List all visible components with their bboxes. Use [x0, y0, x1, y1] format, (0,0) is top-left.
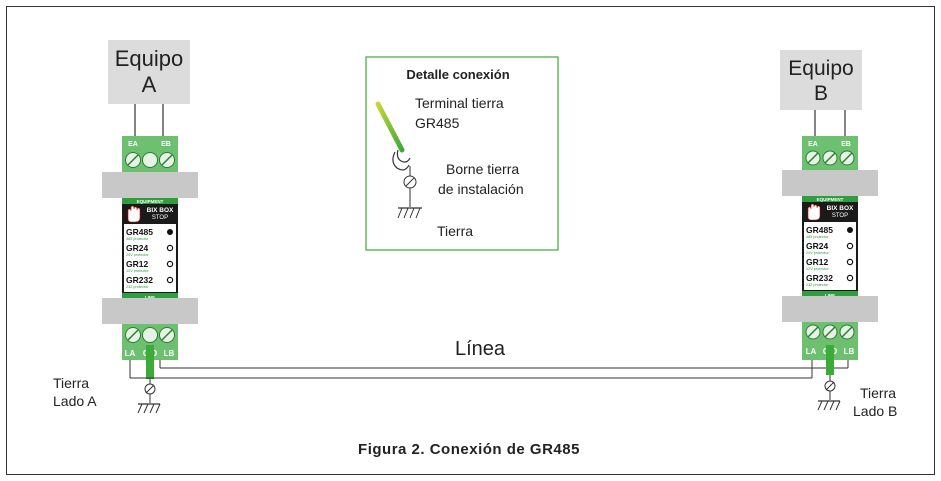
- ground-a-line2: Lado A: [53, 393, 97, 409]
- din-band-bottom: [102, 298, 198, 324]
- selector-dot: [166, 260, 174, 268]
- ground-b-line1: Tierra: [860, 385, 896, 401]
- module-footer: LINE: [825, 293, 835, 298]
- equipment-a-line2: A: [142, 72, 157, 97]
- row-sub: 24V protector: [126, 253, 150, 257]
- earth-icon: [397, 207, 422, 219]
- detail-borne-line1: Borne tierra: [446, 161, 519, 177]
- line-label: Línea: [455, 338, 506, 360]
- ground-b-line2: Lado B: [853, 403, 897, 419]
- row-sub: 24V protector: [806, 251, 830, 255]
- row-sub: 232 protector: [806, 283, 829, 287]
- label-ea: EA: [128, 141, 138, 148]
- unit-b: Equipo B EA EB EQUIPMENT BIX BOX STOP GR…: [780, 50, 897, 419]
- equipment-b-line1: Equipo: [788, 57, 853, 80]
- logo-line2: STOP: [152, 215, 168, 221]
- line-cable: Línea: [129, 338, 849, 379]
- selector-dot: [166, 276, 174, 284]
- selector-dot: [846, 258, 854, 266]
- label-la: LA: [125, 349, 136, 358]
- ground-wire-a: [146, 345, 154, 379]
- label-eb: EB: [161, 141, 171, 148]
- equipment-b-line2: B: [814, 82, 828, 105]
- selector-dot: [846, 274, 854, 282]
- module-header: EQUIPMENT: [137, 199, 164, 204]
- module-footer: LINE: [145, 295, 155, 300]
- earth-icon: [817, 400, 841, 411]
- selector-dot: [847, 227, 853, 233]
- din-band-top: [782, 170, 878, 196]
- lug-icon: [392, 151, 410, 171]
- row-sub: 12V protector: [126, 269, 150, 273]
- detail-borne-line2: de instalación: [438, 181, 524, 197]
- logo-line2: STOP: [832, 213, 848, 219]
- ground-a-line1: Tierra: [53, 375, 89, 391]
- row-sub: 485 protector: [806, 235, 829, 239]
- row-name: GR24: [806, 241, 828, 251]
- row-name: GR232: [126, 275, 153, 285]
- logo-line1: BIX BOX: [827, 205, 854, 212]
- din-band-bottom: [782, 296, 878, 322]
- label-eb: EB: [841, 141, 851, 148]
- detail-terminal-line1: Terminal tierra: [415, 95, 504, 111]
- equipment-a-box: [108, 40, 190, 104]
- screw-terminal: [142, 152, 158, 168]
- selector-dot: [166, 244, 174, 252]
- detail-tierra: Tierra: [437, 223, 473, 239]
- selector-dot: [167, 229, 173, 235]
- ground-wire-b: [826, 345, 834, 375]
- label-la: LA: [806, 347, 817, 356]
- row-name: GR12: [126, 259, 148, 269]
- equipment-b-box: [780, 50, 862, 110]
- detail-connection: Detalle conexión Terminal tierra GR485 B…: [365, 56, 559, 251]
- row-name: GR485: [126, 227, 153, 237]
- detail-terminal-line2: GR485: [415, 115, 460, 131]
- module-header: EQUIPMENT: [817, 197, 844, 202]
- unit-a: Equipo A EA EB EQUIPMENT BIX BOX STOP GR…: [53, 40, 198, 414]
- row-sub: 232 protector: [126, 285, 149, 289]
- logo-line1: BIX BOX: [147, 207, 174, 214]
- equipment-a-line1: Equipo: [115, 46, 184, 71]
- detail-title: Detalle conexión: [406, 67, 509, 82]
- din-band-top: [102, 172, 198, 198]
- label-lb: LB: [164, 349, 175, 358]
- earth-icon: [137, 403, 161, 414]
- selector-dot: [846, 242, 854, 250]
- screw-terminal: [142, 327, 158, 343]
- row-name: GR485: [806, 225, 833, 235]
- hand-logo-icon: [807, 203, 821, 221]
- figure-caption: Figura 2. Conexión de GR485: [358, 441, 580, 458]
- hand-logo-icon: [127, 205, 141, 223]
- label-ea: EA: [808, 141, 818, 148]
- label-lb: LB: [844, 347, 855, 356]
- row-sub: 485 protector: [126, 237, 149, 241]
- row-name: GR232: [806, 273, 833, 283]
- row-name: GR24: [126, 243, 148, 253]
- row-name: GR12: [806, 257, 828, 267]
- ground-wire-icon: [375, 101, 405, 153]
- row-sub: 12V protector: [806, 267, 830, 271]
